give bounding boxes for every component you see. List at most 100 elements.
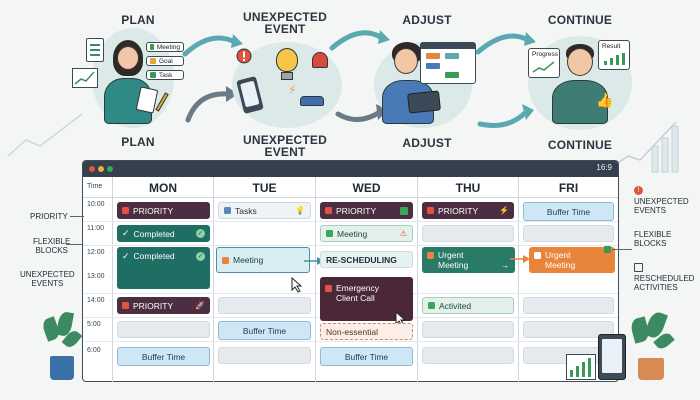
- rocket-icon: 🚀: [195, 301, 205, 310]
- adjust-person: [394, 48, 418, 74]
- plan-person: [117, 46, 139, 70]
- event-thu-urgent-meeting[interactable]: Urgent Meeting →: [422, 247, 515, 273]
- left-label-priority: PRIORITY: [30, 212, 68, 221]
- check-badge-icon: ✓: [196, 229, 205, 238]
- event-wed-meeting[interactable]: Meeting ⚠: [320, 225, 413, 242]
- check-icon: ✓: [122, 228, 130, 238]
- mouse-cursor-icon: [291, 276, 303, 293]
- time-label: 10:00: [87, 201, 105, 208]
- adjust-schedule-board: [420, 42, 476, 84]
- window-close-dot[interactable]: [89, 166, 95, 172]
- check-badge-icon: ✓: [196, 252, 205, 261]
- event-wed-nonessential[interactable]: Non-essential: [320, 323, 413, 340]
- time-column-header: Time: [87, 183, 103, 190]
- priority-flag-icon: [427, 207, 434, 214]
- event-fri-empty-slot[interactable]: [523, 297, 614, 314]
- right-label-flexible: FLEXIBLE BLOCKS: [634, 230, 672, 248]
- weekly-schedule-board: 16:9 Time MON TUE WED THU FRI 10:00 11:0…: [82, 160, 619, 382]
- tablet-device-icon: [598, 334, 626, 380]
- day-header-tue: TUE: [252, 181, 277, 195]
- unexpected-label-bottom: UNEXPECTED EVENT: [242, 133, 327, 159]
- aspect-ratio-label: 16:9: [596, 163, 612, 172]
- flow-arrow-adjust-continue-lower: [477, 104, 534, 128]
- continue-label-bottom: CONTINUE: [547, 138, 613, 152]
- siren-icon: [312, 52, 328, 68]
- plant-pot-right: [638, 358, 664, 380]
- event-fri-buffer[interactable]: Buffer Time: [523, 202, 614, 221]
- urgent-icon: [427, 252, 434, 259]
- car-icon: [300, 96, 324, 106]
- thumbs-up-icon: 👍: [596, 93, 614, 109]
- event-thu-activited[interactable]: Activited: [422, 297, 514, 314]
- urgent-icon: [534, 252, 541, 259]
- left-label-flexible: FLEXIBLE BLOCKS: [33, 237, 71, 255]
- left-label-unexpected: UNEXPECTED EVENTS: [20, 270, 75, 288]
- flow-arrow-adjust-continue: [475, 32, 536, 55]
- task-icon: [224, 207, 231, 214]
- phone-icon: [325, 285, 332, 292]
- check-icon: ✓: [122, 251, 130, 261]
- priority-flag-icon: [122, 302, 129, 309]
- continue-person: [567, 48, 593, 76]
- warning-icon: [236, 48, 252, 64]
- plan-label-top: PLAN: [121, 13, 155, 27]
- plant-pot-left: [50, 356, 74, 380]
- priority-flag-icon: [122, 207, 129, 214]
- lightbulb-icon: [276, 48, 298, 72]
- alert-triangle-icon: ⚠: [399, 229, 407, 238]
- event-tue-empty-slot[interactable]: [218, 347, 311, 364]
- event-wed-rescheduling[interactable]: RE-SCHEDULING: [320, 251, 413, 268]
- plan-card-task: Task: [146, 70, 184, 80]
- event-mon-buffer[interactable]: Buffer Time: [117, 347, 210, 366]
- event-fri-empty-slot[interactable]: [523, 225, 614, 242]
- time-label: 6:00: [87, 347, 101, 354]
- event-wed-priority[interactable]: PRIORITY: [320, 202, 413, 219]
- plan-card-goal: Goal: [146, 56, 184, 66]
- arrow-right-icon: →: [501, 261, 509, 270]
- event-mon-priority-2[interactable]: PRIORITY 🚀: [117, 297, 210, 314]
- window-maximize-dot[interactable]: [107, 166, 113, 172]
- lightning-icon: ⚡: [499, 206, 509, 215]
- event-mon-completed-1[interactable]: ✓Completed ✓: [117, 225, 210, 242]
- clipboard-icon: [86, 38, 104, 62]
- calendar-check-icon: [400, 206, 408, 215]
- event-tue-buffer[interactable]: Buffer Time: [218, 321, 311, 340]
- time-label: 5:00: [87, 321, 101, 328]
- meeting-icon: [222, 256, 229, 264]
- alert-icon: !: [634, 186, 643, 195]
- activity-icon: [428, 302, 435, 309]
- trend-line-bg-left: [7, 113, 83, 157]
- continue-label-top: CONTINUE: [547, 13, 613, 27]
- flexible-block-icon: [604, 246, 611, 253]
- lightning-icon: ⚡: [288, 83, 297, 97]
- right-label-rescheduled: RESCHEDULED ACTIVITIES: [634, 274, 695, 292]
- flow-arrow-plan-unexpected: [182, 34, 243, 57]
- event-wed-buffer[interactable]: Buffer Time: [320, 347, 413, 366]
- event-tue-empty-slot[interactable]: [218, 297, 311, 314]
- unexpected-label-top: UNEXPECTED EVENT: [242, 10, 327, 36]
- reschedule-arrow-thu-fri: [510, 255, 530, 263]
- event-thu-empty-slot[interactable]: [422, 347, 514, 364]
- idea-icon: 💡: [295, 206, 305, 215]
- adjust-label-bottom: ADJUST: [402, 136, 452, 150]
- continue-card-progress: Progress: [528, 48, 560, 78]
- event-mon-completed-2[interactable]: ✓Completed ✓: [117, 247, 210, 289]
- event-fri-urgent-meeting[interactable]: Urgent Meeting: [529, 247, 615, 273]
- event-thu-priority[interactable]: PRIORITY ⚡: [422, 202, 514, 219]
- tablet-icon: [407, 90, 441, 114]
- plan-card-meeting: Meeting: [146, 42, 184, 52]
- adjust-label-top: ADJUST: [402, 13, 452, 27]
- event-thu-empty-slot[interactable]: [422, 321, 514, 338]
- event-mon-priority[interactable]: PRIORITY: [117, 202, 210, 219]
- event-mon-empty-slot[interactable]: [117, 321, 210, 338]
- trend-chart-icon: [72, 68, 98, 88]
- window-minimize-dot[interactable]: [98, 166, 104, 172]
- time-label: 14:00: [87, 297, 105, 304]
- priority-flag-icon: [325, 207, 332, 214]
- event-thu-empty-slot[interactable]: [422, 225, 514, 242]
- right-label-unexpected: UNEXPECTED EVENTS: [634, 197, 689, 215]
- continue-card-result: Result: [598, 40, 630, 70]
- event-fri-empty-slot[interactable]: [523, 321, 614, 338]
- event-tue-tasks[interactable]: Tasks 💡: [218, 202, 311, 219]
- event-tue-meeting[interactable]: Meeting: [216, 247, 310, 273]
